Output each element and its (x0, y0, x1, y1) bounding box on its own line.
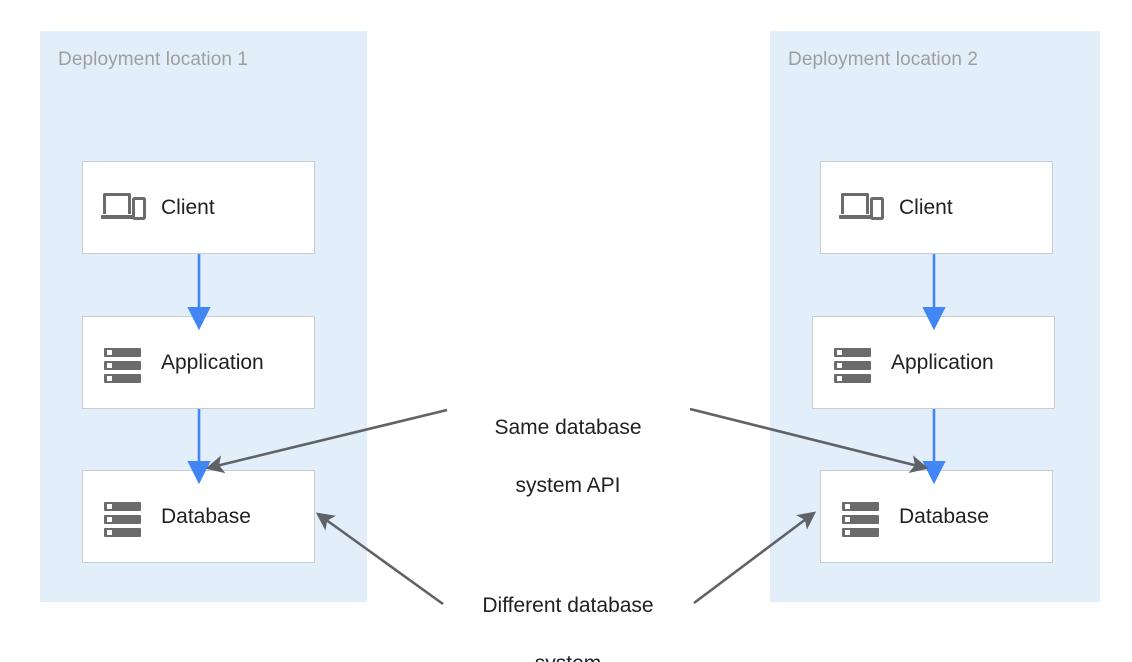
server-icon (833, 343, 877, 383)
devices-icon (101, 188, 147, 228)
callout-same-database-system-api: Same database system API (443, 384, 693, 529)
zone-1-title: Deployment location 1 (58, 49, 249, 70)
callout-api-line-1: Same database (494, 416, 642, 439)
node-application-1[interactable]: Application (82, 316, 315, 409)
node-application-1-label: Application (161, 350, 264, 374)
zone-2-title: Deployment location 2 (788, 49, 979, 70)
node-application-2[interactable]: Application (812, 316, 1055, 409)
callout-different-line-2: system (443, 649, 693, 662)
node-client-1[interactable]: Client (82, 161, 315, 254)
node-database-2-label: Database (899, 504, 989, 528)
callout-api-line-2: system API (515, 474, 621, 497)
devices-icon (839, 188, 885, 228)
server-icon (103, 343, 147, 383)
callout-different-line-1: Different database (482, 594, 654, 617)
node-database-2[interactable]: Database (820, 470, 1053, 563)
node-client-1-label: Client (161, 195, 215, 219)
node-database-1[interactable]: Database (82, 470, 315, 563)
database-icon (103, 497, 147, 537)
database-icon (841, 497, 885, 537)
node-database-1-label: Database (161, 504, 251, 528)
node-application-2-label: Application (891, 350, 994, 374)
node-client-2[interactable]: Client (820, 161, 1053, 254)
node-client-2-label: Client (899, 195, 953, 219)
callout-different-database-system: Different database system (443, 562, 693, 662)
